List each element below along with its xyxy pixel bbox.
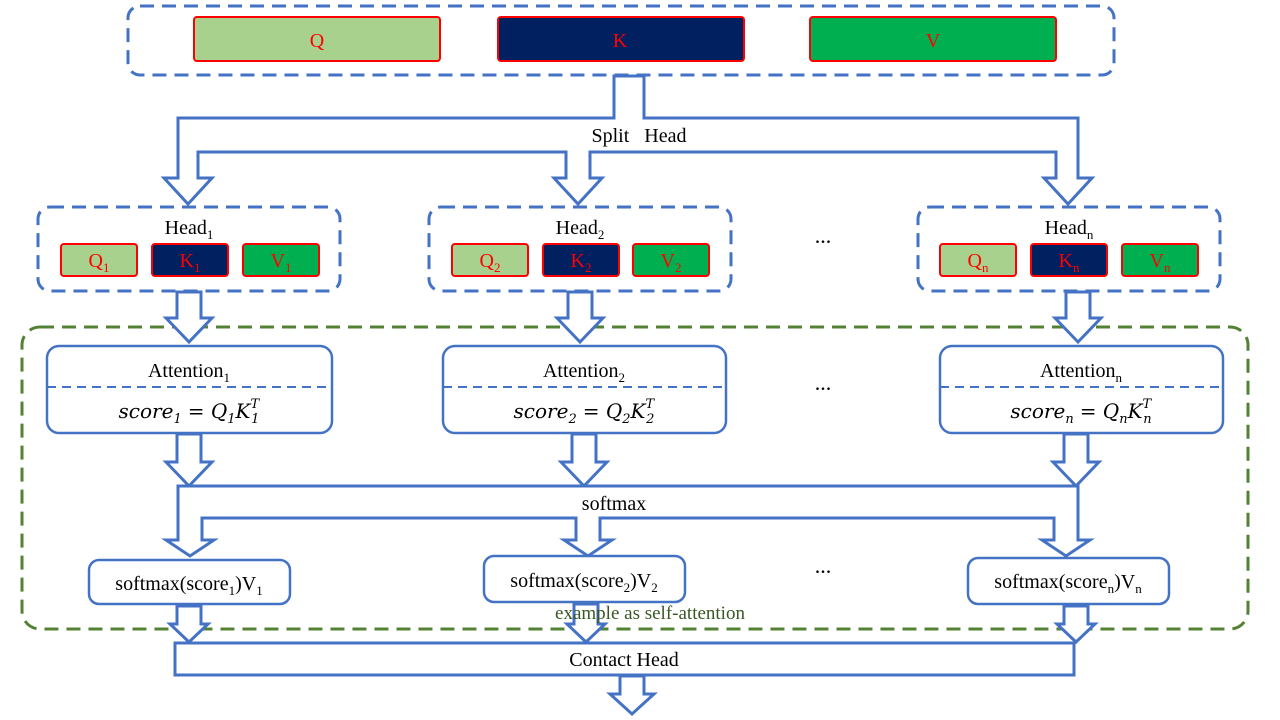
head-1-q-label: Q1 [89, 250, 110, 275]
head-n-q-label: Qn [968, 250, 989, 275]
attention-n-down-arrow [1049, 432, 1103, 489]
output-ellipsis: ... [815, 553, 832, 578]
output-1-box [87, 558, 292, 606]
v-matrix-box [809, 16, 1057, 62]
head-2-q-label: Q2 [480, 250, 501, 275]
self-attention-label: example as self-attention [555, 603, 745, 624]
head-n-v-box [1121, 243, 1199, 277]
final-output-arrow [606, 674, 658, 717]
split-label-bg [578, 122, 698, 148]
self-attention-region [20, 325, 1250, 631]
k-matrix-label: K [613, 30, 628, 52]
concat-head-label: Contact Head [569, 649, 678, 671]
output-2-box [482, 554, 687, 604]
attention-1-title: Attention1 [148, 360, 230, 385]
q-matrix-box [193, 16, 441, 62]
head-n-v-label: Vn [1150, 250, 1171, 275]
output-n-label: softmax(scoren)Vn [994, 571, 1142, 596]
output-1-down-arrow [166, 604, 212, 645]
softmax-label: softmax [582, 493, 646, 515]
output-2-label: softmax(score2)V2 [510, 570, 657, 595]
output-1-label: softmax(score1)V1 [115, 573, 262, 598]
attention-2-title: Attention2 [543, 360, 625, 385]
head-2-q-box [451, 243, 529, 277]
output-2-down-arrow [563, 602, 609, 645]
head-n-k-label: Kn [1059, 250, 1080, 275]
head-1-q-box [60, 243, 138, 277]
q-matrix-label: Q [310, 30, 325, 52]
k-matrix-box [497, 16, 745, 62]
head-1-k-label: K1 [180, 250, 201, 275]
head-1-v-label: V1 [271, 250, 292, 275]
attention-1-down-arrow [162, 432, 216, 489]
head-n-down-arrow [1051, 290, 1105, 345]
head-2-down-arrow [553, 290, 607, 345]
head-2-title: Head2 [556, 217, 605, 242]
attention-n-title: Attentionn [1040, 360, 1123, 385]
attention-2-down-arrow [557, 432, 611, 489]
split-head-label: Split Head [592, 125, 687, 147]
head-1-down-arrow [162, 290, 216, 345]
head-2-v-box [632, 243, 710, 277]
softmax-band-arrow [161, 484, 1095, 558]
head-1-title: Head1 [165, 217, 214, 242]
head-n-k-box [1030, 243, 1108, 277]
heads-ellipsis: ... [815, 223, 832, 248]
head-2-v-label: V2 [661, 250, 682, 275]
output-n-down-arrow [1053, 604, 1099, 645]
v-matrix-label: V [926, 30, 941, 52]
attention-ellipsis: ... [815, 370, 832, 395]
head-n-title: Headn [1045, 217, 1094, 242]
head-1-v-box [242, 243, 320, 277]
head-2-k-box [542, 243, 620, 277]
head-1-k-box [151, 243, 229, 277]
head-2-k-label: K2 [571, 250, 592, 275]
head-n-q-box [939, 243, 1017, 277]
output-n-box [966, 556, 1171, 606]
